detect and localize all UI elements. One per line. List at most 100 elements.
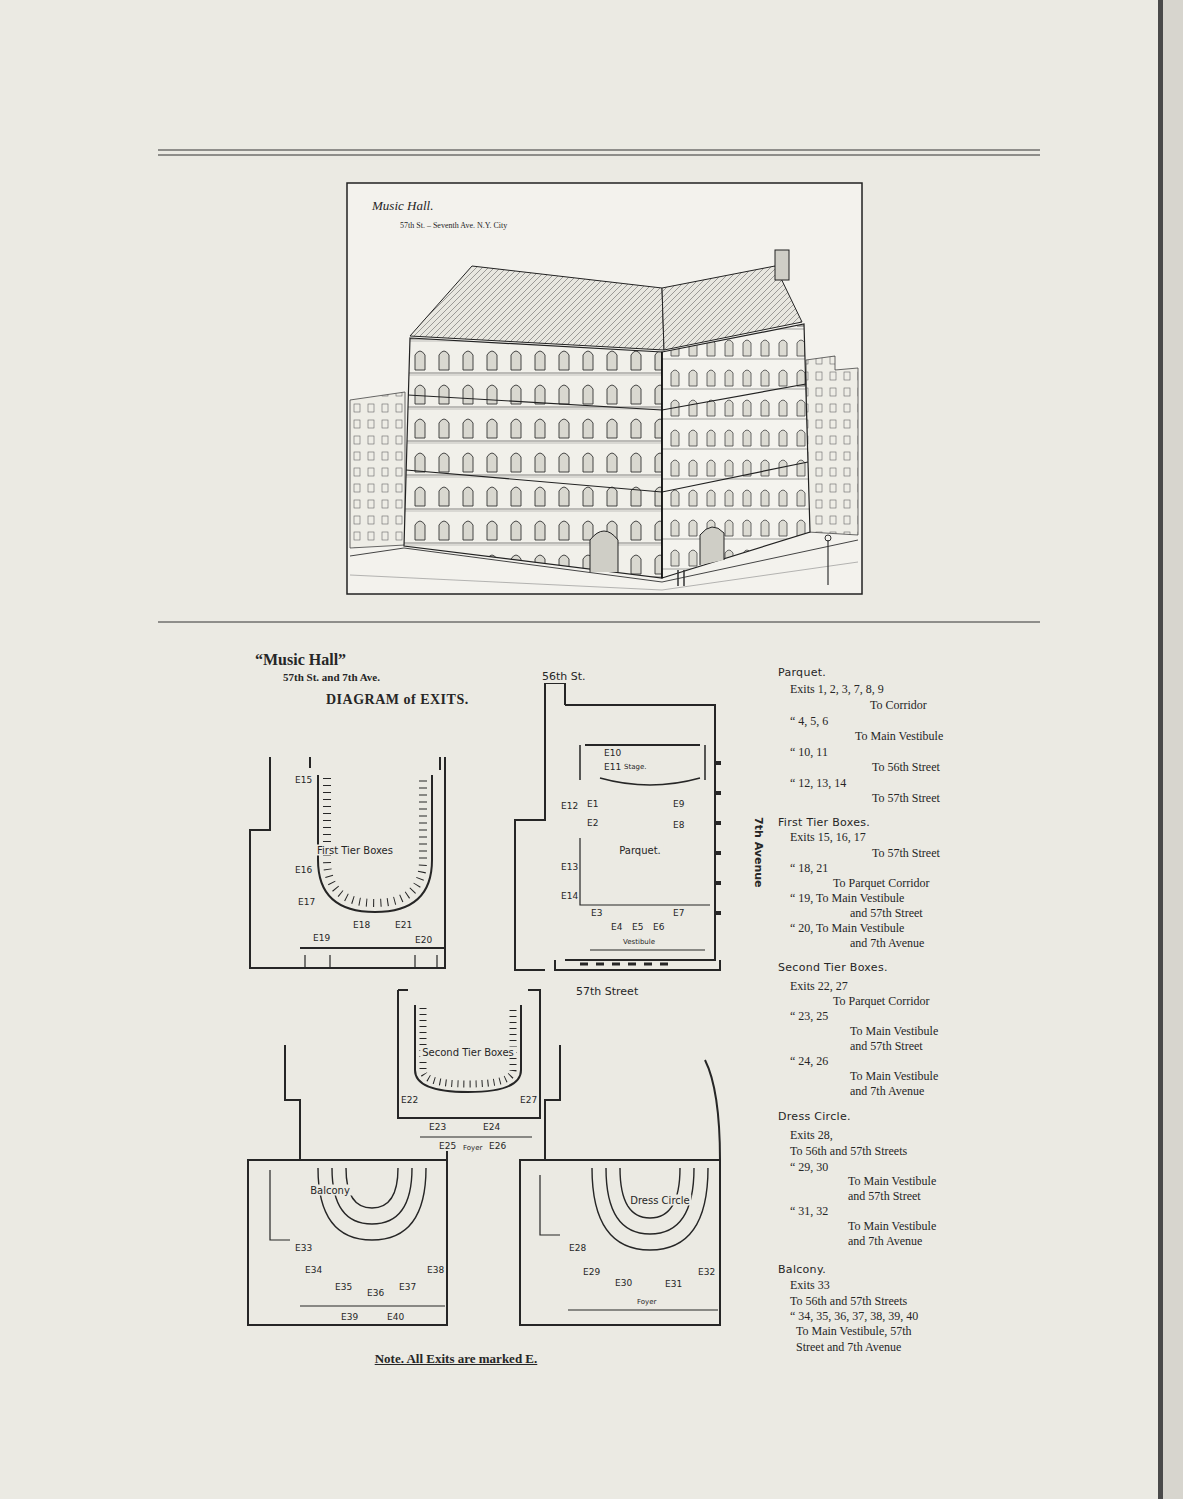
- exit-mark: E26: [488, 1141, 507, 1151]
- exit-mark: E16: [294, 865, 313, 875]
- exit-mark: E20: [414, 935, 433, 945]
- room-name: Vestibule: [622, 938, 656, 946]
- exit-text: To Corridor: [870, 699, 927, 713]
- exit-mark: E24: [482, 1122, 501, 1132]
- exit-mark: E14: [560, 891, 579, 901]
- exit-text: “ 18, 21: [790, 862, 828, 876]
- exit-mark: E32: [697, 1267, 716, 1277]
- exit-text: “ 24, 26: [790, 1055, 828, 1069]
- exit-mark: E36: [366, 1288, 385, 1298]
- exit-text: To Parquet Corridor: [833, 995, 929, 1009]
- exit-mark: E31: [664, 1279, 683, 1289]
- exit-text: and 7th Avenue: [850, 937, 924, 951]
- exit-text: To Main Vestibule: [848, 1220, 936, 1234]
- exit-mark: E28: [568, 1243, 587, 1253]
- exit-text: Street and 7th Avenue: [796, 1341, 901, 1355]
- exit-mark: E19: [312, 933, 331, 943]
- plan-name: First Tier Boxes: [315, 845, 395, 856]
- exit-mark: E22: [400, 1095, 419, 1105]
- plan-name: Second Tier Boxes: [420, 1047, 516, 1058]
- exit-mark: E34: [304, 1265, 323, 1275]
- exit-mark: E33: [294, 1243, 313, 1253]
- exit-text: To Main Vestibule: [850, 1025, 938, 1039]
- street-name: 7th Avenue: [751, 817, 764, 887]
- exit-mark: E7: [672, 908, 685, 918]
- section-heading: Parquet.: [778, 667, 826, 680]
- street-name: 56th St.: [540, 671, 588, 684]
- exit-text: “ 4, 5, 6: [790, 715, 828, 729]
- exit-mark: E6: [652, 922, 665, 932]
- exit-text: To 56th Street: [872, 761, 940, 775]
- diagram-title: “Music Hall”: [255, 651, 346, 669]
- exit-text: “ 34, 35, 36, 37, 38, 39, 40: [790, 1310, 918, 1324]
- exit-mark: E2: [586, 818, 599, 828]
- section-heading: Second Tier Boxes.: [778, 962, 888, 975]
- room-name: Foyer: [636, 1298, 657, 1306]
- exit-mark: E4: [610, 922, 623, 932]
- exit-text: “ 31, 32: [790, 1205, 828, 1219]
- exit-text: To Main Vestibule: [850, 1070, 938, 1084]
- exit-mark: E30: [614, 1278, 633, 1288]
- exit-text: and 7th Avenue: [850, 1085, 924, 1099]
- subtitle: 57th St. and 7th Ave.: [283, 671, 380, 684]
- note-caption: Note. All Exits are marked E.: [375, 1352, 538, 1367]
- illustration-title: Music Hall.: [372, 199, 433, 214]
- plan-name: Parquet.: [617, 845, 663, 856]
- exit-text: “ 19, To Main Vestibule: [790, 892, 904, 906]
- exit-mark: E5: [631, 922, 644, 932]
- room-name: Foyer: [462, 1144, 483, 1152]
- exit-mark: E10: [603, 748, 622, 758]
- illustration-title: 57th St. – Seventh Ave. N.Y. City: [400, 221, 507, 230]
- exit-mark: E38: [426, 1265, 445, 1275]
- exit-text: “ 20, To Main Vestibule: [790, 922, 904, 936]
- exit-mark: E12: [560, 801, 579, 811]
- exit-mark: E37: [398, 1282, 417, 1292]
- section-heading: Balcony.: [778, 1264, 826, 1277]
- exit-mark: E23: [428, 1122, 447, 1132]
- exit-text: To Main Vestibule, 57th: [796, 1325, 912, 1339]
- exit-mark: E13: [560, 862, 579, 872]
- exit-text: To Main Vestibule: [855, 730, 943, 744]
- exit-mark: E17: [297, 897, 316, 907]
- plan-name: Balcony: [308, 1185, 352, 1196]
- exit-mark: E25: [438, 1141, 457, 1151]
- exit-text: and 57th Street: [850, 907, 923, 921]
- exit-text: Exits 1, 2, 3, 7, 8, 9: [790, 683, 884, 697]
- exit-mark: E27: [519, 1095, 538, 1105]
- exit-mark: E8: [672, 820, 685, 830]
- street-name: 57th Street: [574, 986, 640, 999]
- exit-mark: E1: [586, 799, 599, 809]
- exit-text: Exits 28,: [790, 1129, 833, 1143]
- plan-name: Dress Circle: [628, 1195, 691, 1206]
- exit-mark: E3: [590, 908, 603, 918]
- exit-mark: E40: [386, 1312, 405, 1322]
- section-heading: Dress Circle.: [778, 1111, 851, 1124]
- exit-mark: E21: [394, 920, 413, 930]
- exit-text: and 57th Street: [848, 1190, 921, 1204]
- exit-text: To Main Vestibule: [848, 1175, 936, 1189]
- exit-mark: E18: [352, 920, 371, 930]
- exit-mark: E35: [334, 1282, 353, 1292]
- exit-mark: E29: [582, 1267, 601, 1277]
- exit-text: “ 23, 25: [790, 1010, 828, 1024]
- exit-text: “ 10, 11: [790, 746, 828, 760]
- exit-text: To 56th and 57th Streets: [790, 1295, 907, 1309]
- exit-text: To 56th and 57th Streets: [790, 1145, 907, 1159]
- exit-text: To Parquet Corridor: [833, 877, 929, 891]
- subtitle: DIAGRAM of EXITS.: [326, 692, 469, 708]
- exit-text: Exits 22, 27: [790, 980, 848, 994]
- exit-text: and 57th Street: [850, 1040, 923, 1054]
- exit-text: and 7th Avenue: [848, 1235, 922, 1249]
- exit-text: To 57th Street: [872, 847, 940, 861]
- exit-mark: E39: [340, 1312, 359, 1322]
- exit-text: Exits 33: [790, 1279, 830, 1293]
- exit-mark: E11: [603, 762, 622, 772]
- exit-text: “ 29, 30: [790, 1161, 828, 1175]
- section-heading: First Tier Boxes.: [778, 817, 870, 830]
- exit-mark: E15: [294, 775, 313, 785]
- exit-text: To 57th Street: [872, 792, 940, 806]
- exit-mark: E9: [672, 799, 685, 809]
- exit-text: “ 12, 13, 14: [790, 777, 846, 791]
- exit-text: Exits 15, 16, 17: [790, 831, 866, 845]
